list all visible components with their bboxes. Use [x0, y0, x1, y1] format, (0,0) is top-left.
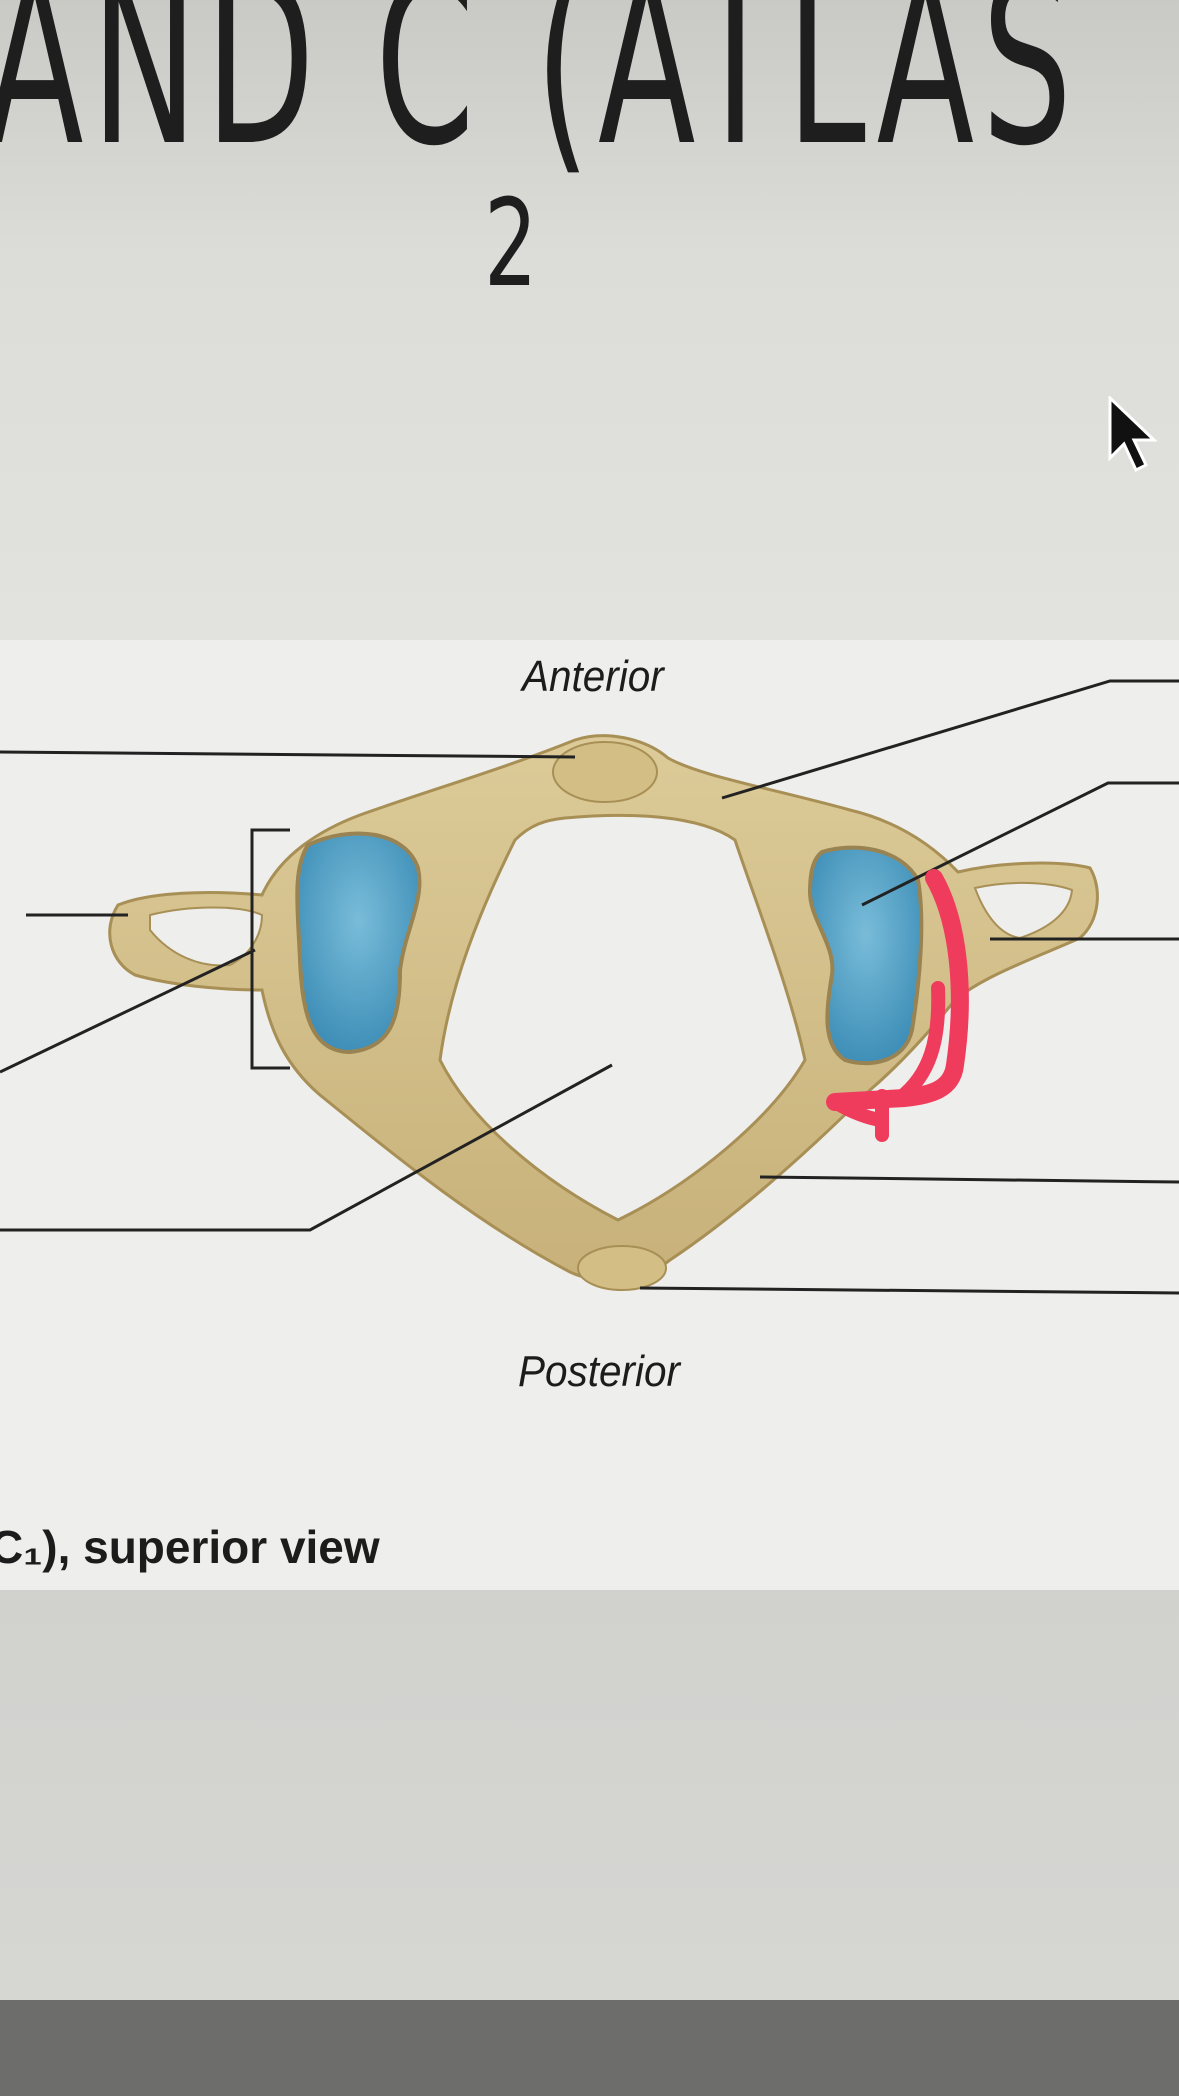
right-transverse-foramen — [973, 881, 1074, 940]
title-main: AND C — [0, 0, 483, 197]
leader-line-lateral-mass — [0, 948, 256, 1074]
slide-lower-area — [0, 1590, 1179, 2000]
lateral-mass-bracket — [250, 828, 290, 1070]
figure-caption: C₁), superior view — [0, 1521, 380, 1573]
screen-bottom-bar — [0, 2000, 1179, 2096]
left-superior-articular-facet — [295, 831, 422, 1055]
orientation-label-anterior: Anterior — [522, 652, 664, 701]
handwritten-number-icon — [826, 869, 969, 1142]
posterior-tubercle — [577, 1245, 667, 1291]
leader-line-posterior-tubercle — [639, 1286, 1179, 1295]
atlas-bone — [108, 734, 1099, 1282]
leader-line-vertebral-foramen — [0, 1063, 613, 1232]
slide-title: AND C (ATLAS — [0, 0, 1080, 197]
title-rest: (ATLAS — [482, 0, 1080, 197]
orientation-label-posterior: Posterior — [518, 1347, 680, 1396]
anterior-tubercle — [552, 741, 658, 803]
leader-lines — [0, 679, 1179, 1295]
leader-line-anterior-arch — [721, 679, 1179, 800]
right-superior-articular-facet — [807, 845, 924, 1066]
leader-line-posterior-arch — [759, 1175, 1179, 1184]
mouse-pointer-icon — [1108, 396, 1158, 473]
leader-line-right-facet — [861, 781, 1179, 907]
title-subscript: 2 — [484, 175, 538, 314]
slide-header-area — [0, 0, 1179, 640]
leader-line-anterior-tubercle — [0, 750, 576, 759]
